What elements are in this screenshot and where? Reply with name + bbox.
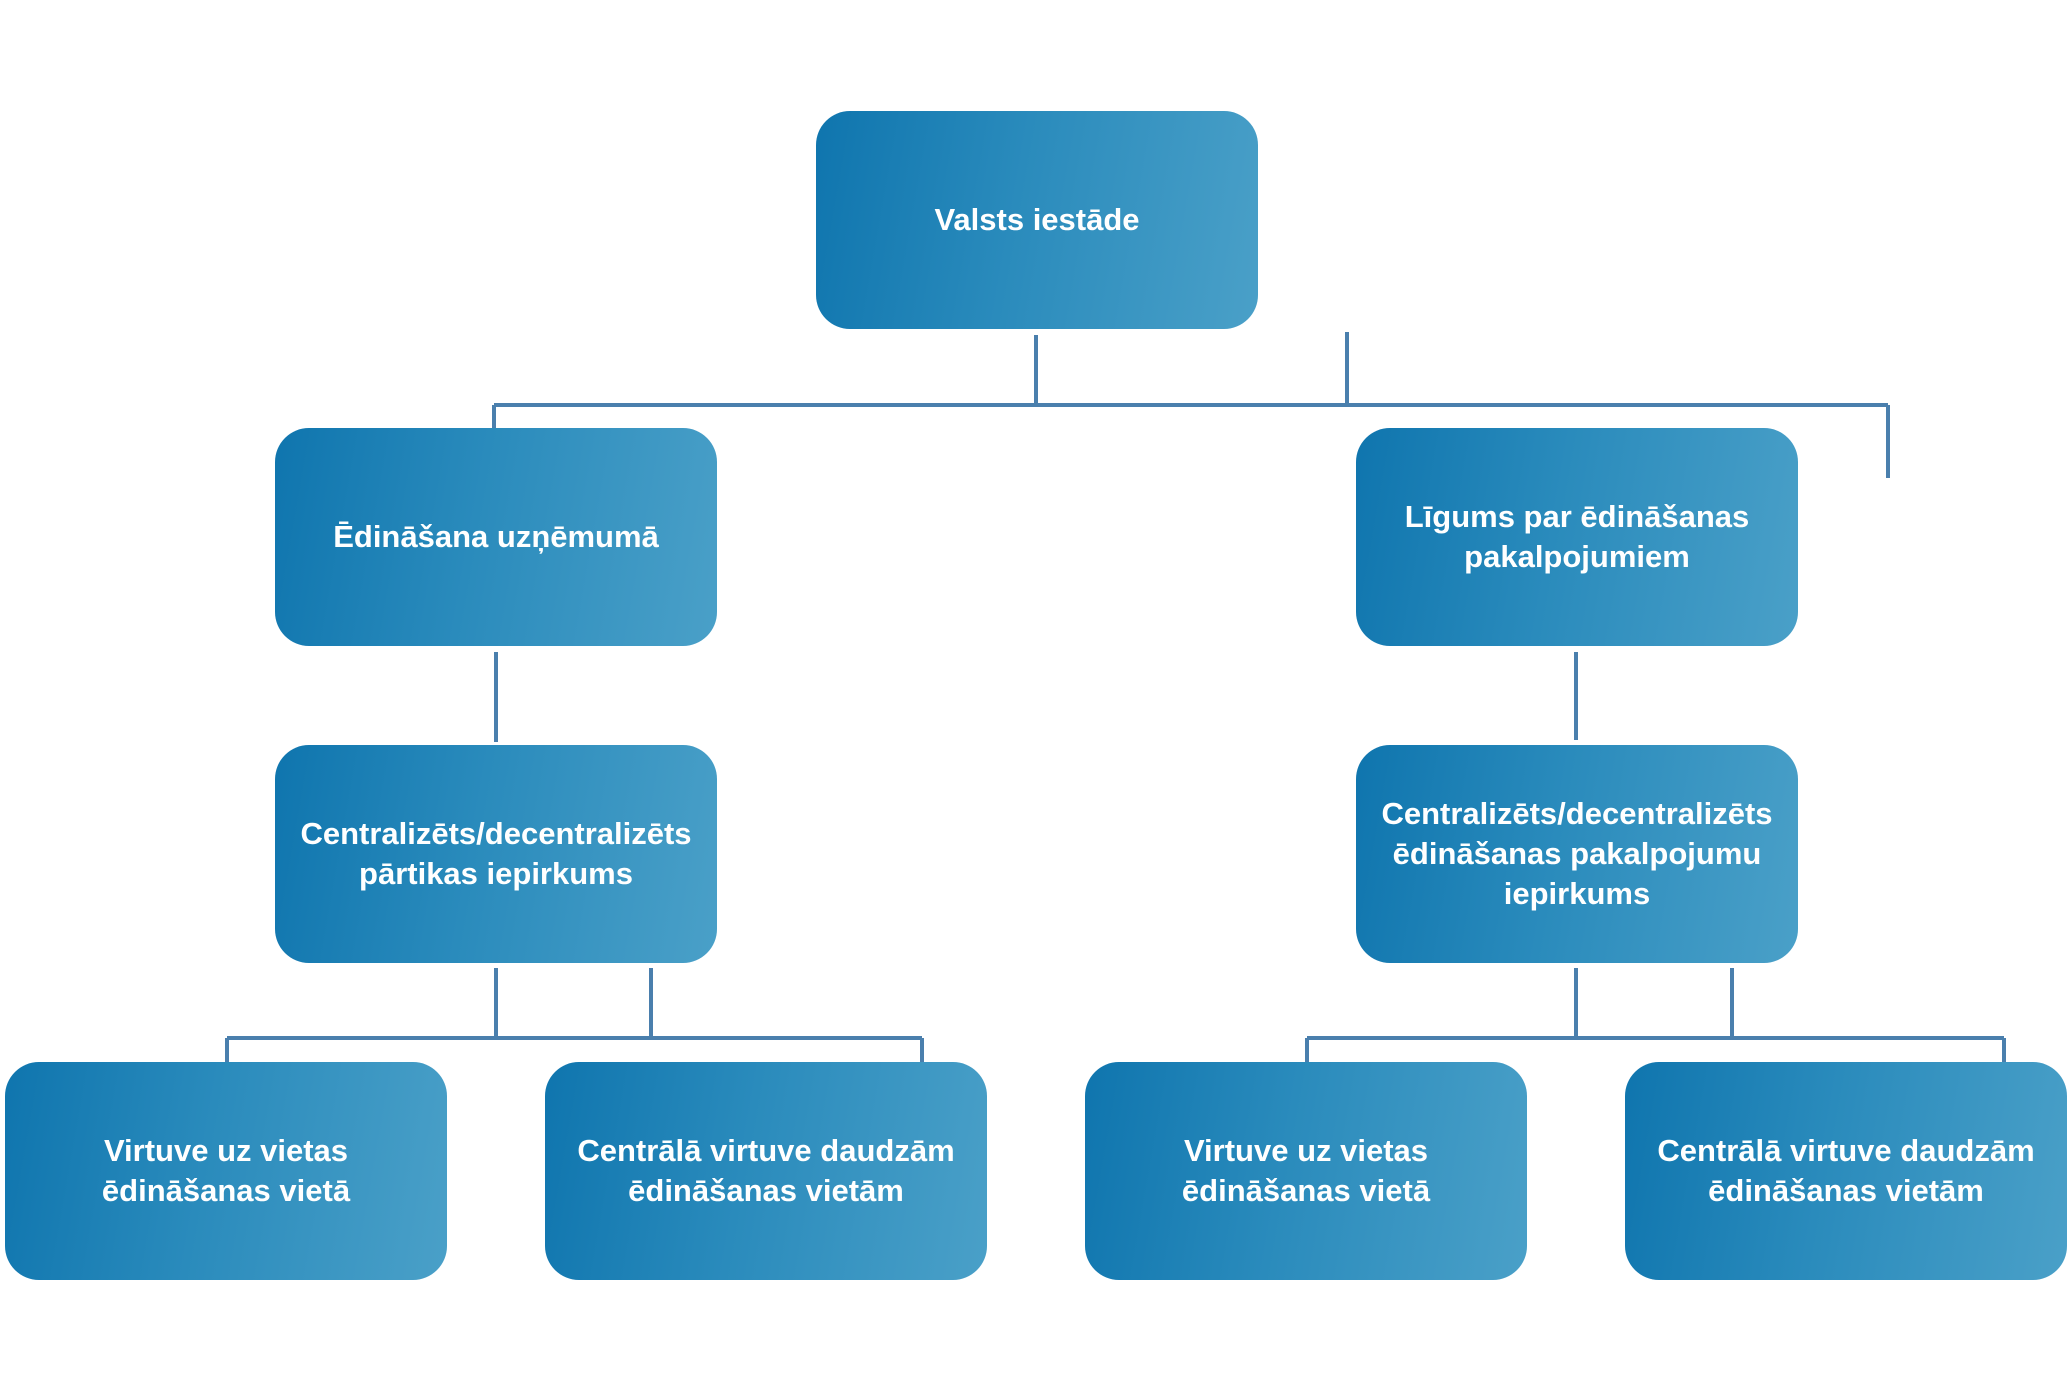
node-label: Virtuve uz vietas ēdināšanas vietā xyxy=(101,1133,351,1208)
node-label: Virtuve uz vietas ēdināšanas vietā xyxy=(1181,1133,1431,1208)
node-onsite-kitchen-left: Virtuve uz vietas ēdināšanas vietā xyxy=(5,1062,447,1280)
node-label: Ēdināšana uzņēmumā xyxy=(333,519,659,554)
node-label: Valsts iestāde xyxy=(934,202,1140,237)
node-catering-service-procurement: Centralizēts/decentralizēts ēdināšanas p… xyxy=(1356,745,1798,963)
node-label: Centrālā virtuve daudzām ēdināšanas viet… xyxy=(577,1133,955,1208)
node-label: Līgums par ēdināšanas pakalpojumiem xyxy=(1404,499,1750,574)
node-food-procurement: Centralizēts/decentralizēts pārtikas iep… xyxy=(275,745,717,963)
node-label: Centralizēts/decentralizēts pārtikas iep… xyxy=(300,816,692,891)
node-label: Centrālā virtuve daudzām ēdināšanas viet… xyxy=(1657,1133,2035,1208)
node-in-house-catering: Ēdināšana uzņēmumā xyxy=(275,428,717,646)
node-central-kitchen-right: Centrālā virtuve daudzām ēdināšanas viet… xyxy=(1625,1062,2067,1280)
node-onsite-kitchen-right: Virtuve uz vietas ēdināšanas vietā xyxy=(1085,1062,1527,1280)
node-root: Valsts iestāde xyxy=(816,111,1258,329)
node-central-kitchen-left: Centrālā virtuve daudzām ēdināšanas viet… xyxy=(545,1062,987,1280)
node-label: Centralizēts/decentralizēts ēdināšanas p… xyxy=(1381,796,1773,911)
node-catering-contract: Līgums par ēdināšanas pakalpojumiem xyxy=(1356,428,1798,646)
